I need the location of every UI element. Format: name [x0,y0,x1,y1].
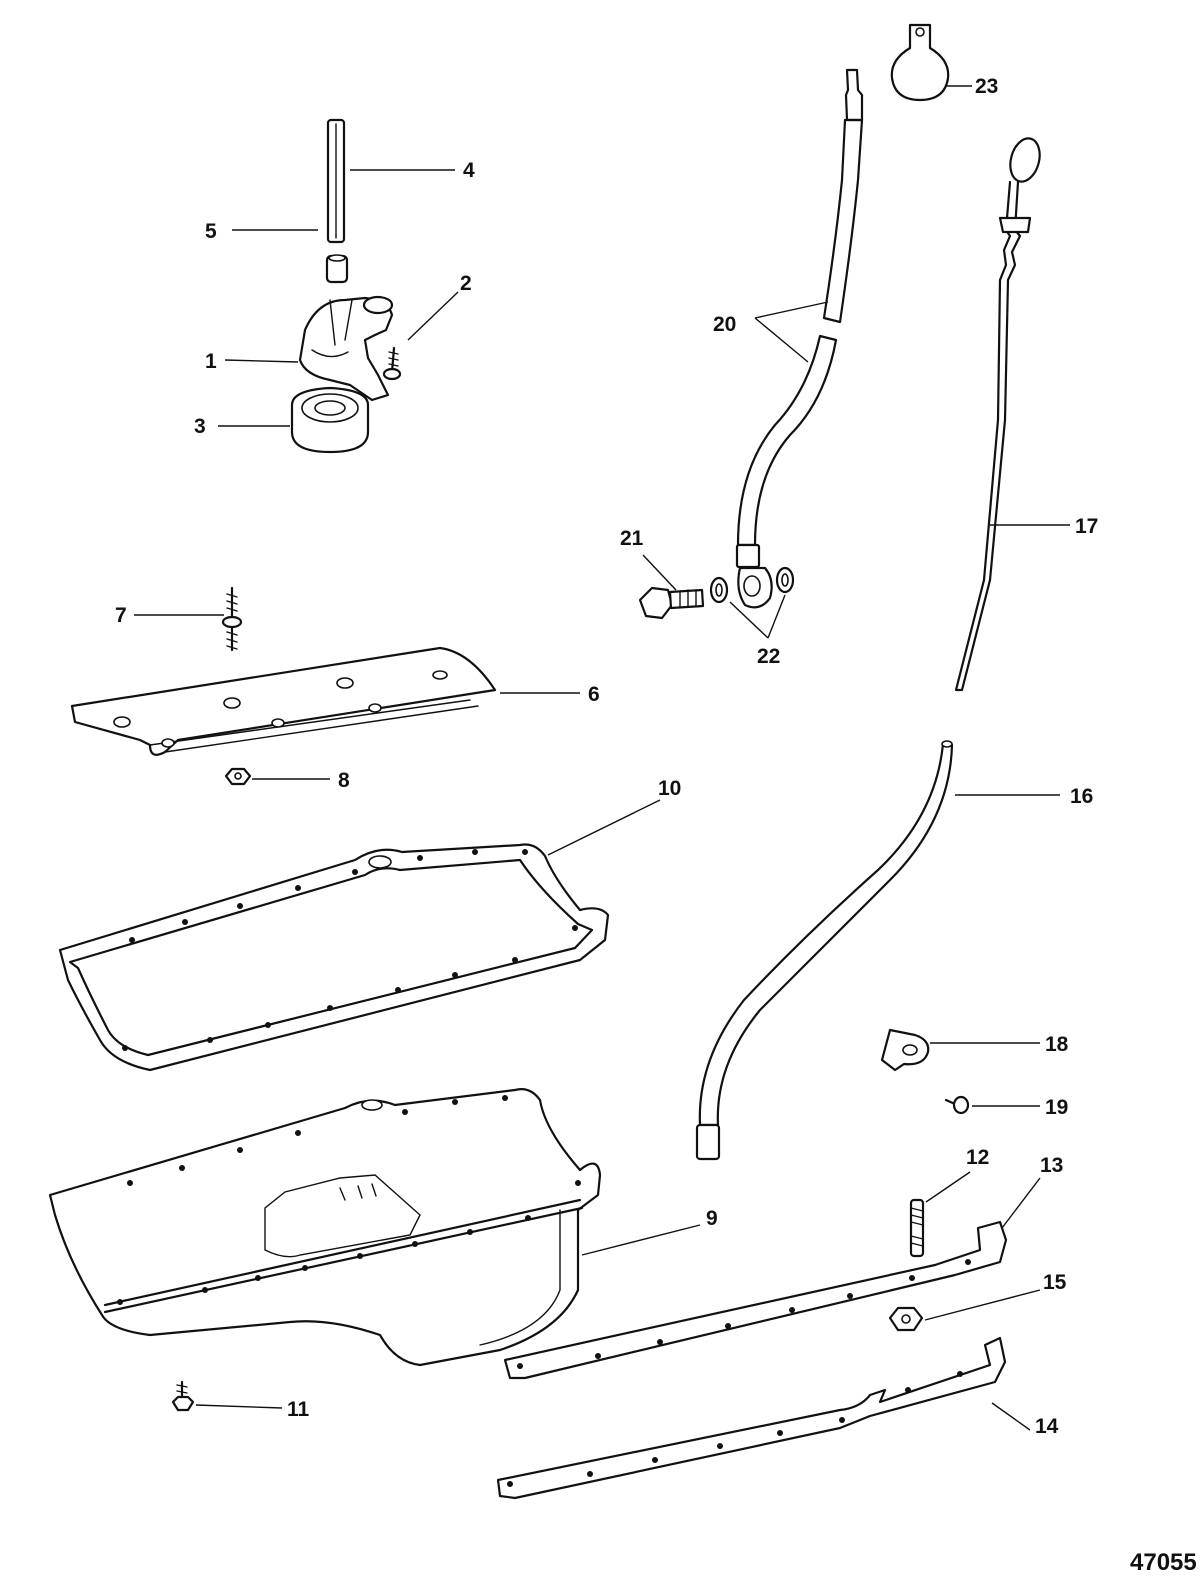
part-4-shaft [326,118,346,244]
callout-11: 11 [287,1398,310,1421]
callout-18: 18 [1045,1033,1069,1056]
part-10-pan-gasket [58,843,610,1072]
gasket-14-bolt-holes [507,1371,963,1487]
callout-4: 4 [463,159,475,182]
part-5-sleeve [325,254,349,284]
part-21-banjo-bolt [638,586,705,620]
callout-5: 5 [205,220,217,243]
callout-7: 7 [115,604,127,627]
part-3-pickup-screen [290,386,370,454]
pan-9-bolt-holes [117,1095,581,1305]
part-6-baffle [70,646,497,756]
part-11-bolt [171,1380,195,1412]
callout-labels: 1 2 3 4 5 6 7 8 9 10 11 12 13 14 15 16 1… [115,75,1098,1438]
callout-14: 14 [1035,1415,1059,1438]
part-8-nut [224,767,252,786]
callout-9: 9 [706,1207,718,1230]
callout-16: 16 [1070,785,1093,808]
part-15-nut [888,1306,924,1332]
part-18-clip [880,1028,930,1072]
callout-6: 6 [588,683,600,706]
part-13-side-gasket [503,1220,1008,1380]
callout-3: 3 [194,415,206,438]
leader-lines [134,85,1070,1431]
part-16-tube [695,740,954,1161]
callout-8: 8 [338,769,350,792]
part-9-oil-pan [48,1088,602,1367]
part-12-stud [909,1198,925,1258]
callout-15: 15 [1043,1271,1067,1294]
callout-1: 1 [205,350,217,373]
figure-number: 47055 [1130,1549,1197,1576]
part-17-dipstick [954,137,1041,692]
part-22-washers [709,566,795,604]
callout-10: 10 [658,777,681,800]
part-7-stud [221,586,243,652]
callout-22: 22 [757,645,780,668]
callout-12: 12 [966,1146,989,1169]
part-23-cap [890,23,950,102]
callout-21: 21 [620,527,644,550]
gasket-13-bolt-holes [517,1259,971,1369]
callout-20: 20 [713,313,736,336]
callout-13: 13 [1040,1154,1063,1177]
callout-2: 2 [460,272,472,295]
callout-17: 17 [1075,515,1098,538]
part-19-screw [944,1095,970,1115]
gasket-10-bolt-holes [122,849,578,1051]
part-20-dipstick-tube [735,68,864,609]
part-14-side-gasket [496,1336,1007,1500]
part-2-screw [382,346,402,381]
callout-23: 23 [975,75,998,98]
part-1-oil-pump [298,295,394,402]
callout-19: 19 [1045,1096,1068,1119]
